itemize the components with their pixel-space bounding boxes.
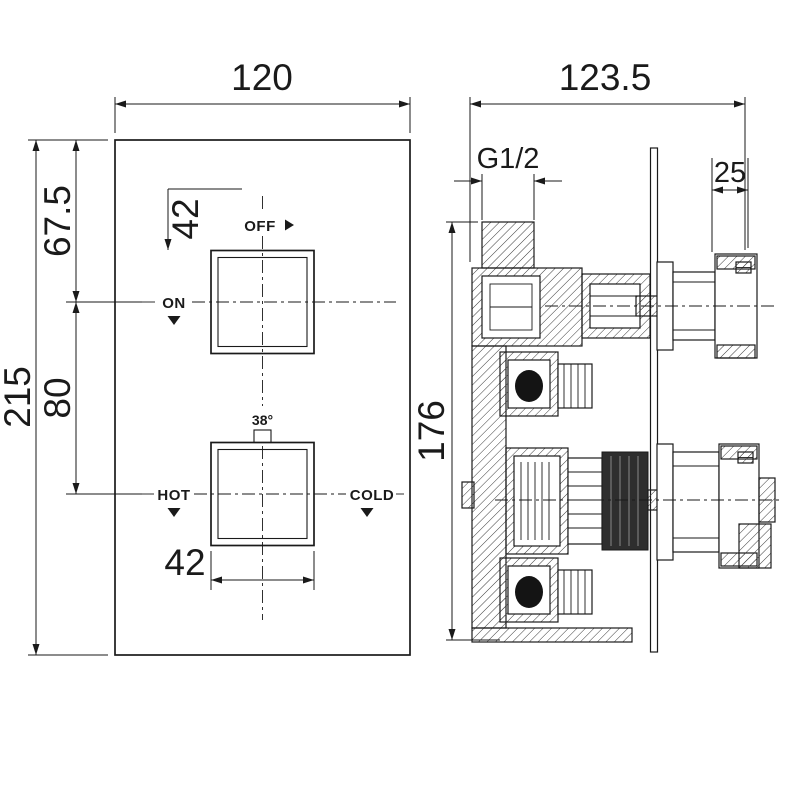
front-width-dimension: 120 bbox=[114, 57, 411, 133]
section-centerlines bbox=[495, 305, 782, 501]
side-height-dimension: 176 bbox=[411, 221, 500, 641]
hot-label: HOT bbox=[157, 487, 190, 504]
side-view: 123.5 176 G1/2 25 bbox=[411, 57, 782, 653]
inlet-thread-dimension: G1/2 bbox=[454, 143, 562, 220]
front-height-dim-label: 215 bbox=[0, 366, 38, 428]
bottom-handle-inner bbox=[217, 448, 308, 540]
faceplate-edge bbox=[649, 147, 659, 653]
upper-thread-lines bbox=[563, 364, 586, 408]
front-view: OFF ON 38° HOT COLD 120 215 bbox=[0, 57, 411, 656]
front-height-dimension: 215 bbox=[0, 139, 108, 656]
top-handle-square bbox=[210, 249, 315, 355]
lower-check-valve bbox=[499, 557, 593, 623]
front-top-offset-dim-label: 67.5 bbox=[37, 185, 78, 257]
left-port-stub bbox=[461, 481, 475, 509]
inlet-thread-label: G1/2 bbox=[477, 143, 540, 175]
off-label: OFF bbox=[244, 218, 276, 235]
side-height-dim-label: 176 bbox=[411, 400, 452, 462]
lower-valve-ball bbox=[515, 576, 543, 608]
function-labels: OFF ON 38° HOT COLD bbox=[157, 218, 394, 517]
handle-depth-dim-label: 25 bbox=[714, 157, 746, 189]
inlet-block bbox=[481, 221, 535, 269]
bottom-handle-square bbox=[210, 429, 315, 547]
front-handle-spacing-dim-label: 80 bbox=[37, 377, 78, 418]
bottom-cap bbox=[738, 523, 772, 569]
top-handle-outer bbox=[210, 249, 315, 355]
knurl-lines bbox=[610, 456, 639, 546]
upper-check-valve bbox=[499, 351, 593, 417]
temperature-label: 38° bbox=[252, 412, 273, 428]
top-handle-size-dimension: 42 bbox=[164, 188, 242, 250]
front-width-dim-label: 120 bbox=[231, 57, 293, 98]
side-width-dimension: 123.5 bbox=[469, 57, 746, 262]
handle-depth-dimension: 25 bbox=[711, 157, 749, 252]
off-direction-icon bbox=[285, 219, 294, 231]
on-direction-icon bbox=[167, 316, 181, 325]
hot-direction-icon bbox=[167, 508, 181, 517]
faceplate bbox=[114, 139, 411, 656]
upper-valve-ball bbox=[515, 370, 543, 402]
lower-thread-lines bbox=[563, 570, 586, 614]
front-top-handle-size-dim-label: 42 bbox=[165, 198, 206, 239]
bottom-handle-size-dimension: 42 bbox=[164, 542, 315, 590]
on-label: ON bbox=[162, 295, 186, 312]
cold-direction-icon bbox=[360, 508, 374, 517]
bottom-handle-section bbox=[656, 443, 776, 569]
side-width-dim-label: 123.5 bbox=[559, 57, 652, 98]
body-left-wall bbox=[461, 345, 507, 629]
front-bottom-handle-size-dim-label: 42 bbox=[164, 542, 205, 583]
upper-body bbox=[471, 267, 583, 347]
cartridge-stack-lines bbox=[520, 462, 550, 540]
temperature-index-tab bbox=[253, 429, 272, 444]
front-handle-spacing-dimension: 80 bbox=[37, 302, 142, 495]
cold-label: COLD bbox=[350, 487, 395, 504]
thermostat-core bbox=[601, 451, 649, 551]
centerlines bbox=[142, 196, 404, 620]
top-handle-inner bbox=[217, 256, 308, 348]
body-base bbox=[471, 627, 633, 643]
front-top-offset-dimension: 67.5 bbox=[37, 140, 142, 303]
